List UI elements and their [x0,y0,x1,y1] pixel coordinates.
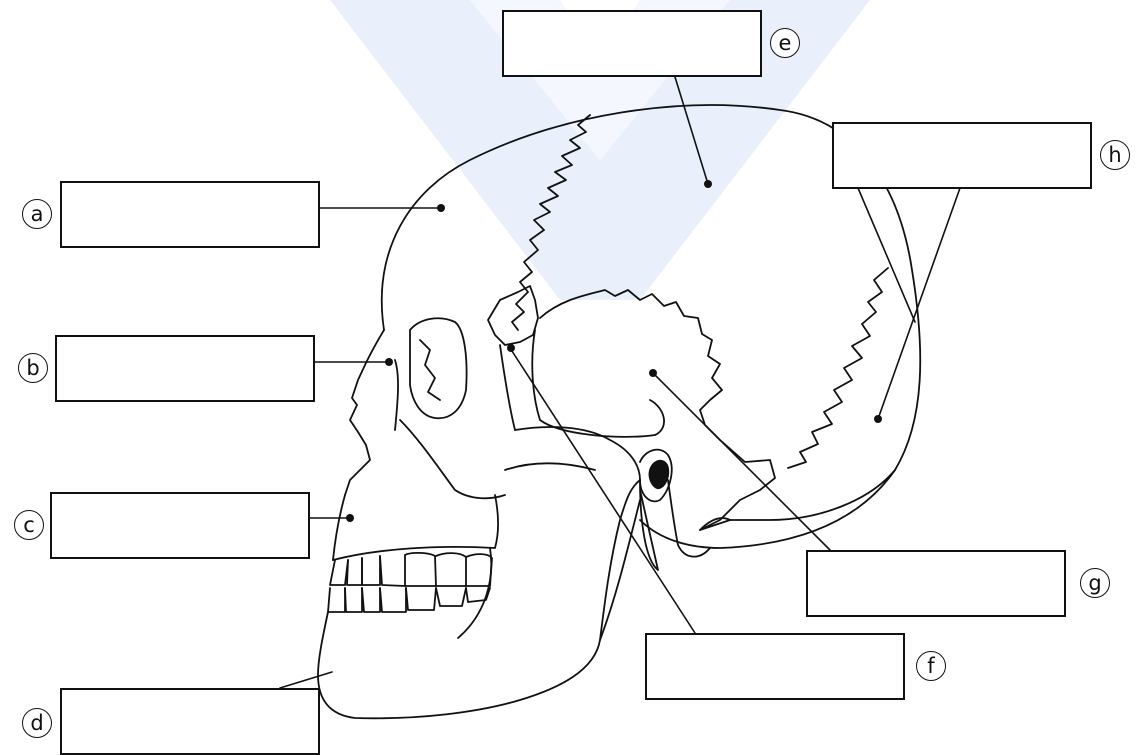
lower-teeth [328,588,490,612]
sphenoid-region [488,286,538,345]
marker-b: b [18,353,48,383]
dot-h [874,415,882,423]
zygomatic-arch [515,427,640,480]
maxilla [333,495,345,560]
marker-c: c [14,510,44,540]
orbit [410,318,467,418]
leader-h2 [858,188,915,322]
leader-d [280,672,332,688]
label-box-g[interactable] [806,550,1066,617]
squamous-suture [540,290,775,530]
marker-a: a [22,199,52,229]
pointer-dots [346,180,882,522]
leader-e [675,77,708,184]
ear-opening-fill [649,461,668,489]
marker-d: d [22,708,52,738]
label-box-d[interactable] [60,688,320,755]
dot-e [704,180,712,188]
dot-b [385,358,393,366]
marker-g: g [1080,568,1110,598]
label-box-e[interactable] [502,10,762,77]
dot-a [437,204,445,212]
label-box-b[interactable] [55,335,315,402]
lambdoid-suture [788,268,888,468]
leader-g [652,372,830,550]
dot-g [649,369,657,377]
label-box-h[interactable] [832,122,1092,189]
marker-e: e [770,28,800,58]
label-box-f[interactable] [645,633,905,700]
marker-h: h [1100,140,1130,170]
label-box-a[interactable] [60,181,320,248]
upper-teeth [330,553,492,586]
label-box-c[interactable] [50,492,310,559]
marker-f: f [916,651,946,681]
dot-c [346,514,354,522]
mandible [318,480,640,718]
dot-f [507,344,515,352]
nasal-bone [345,330,384,495]
